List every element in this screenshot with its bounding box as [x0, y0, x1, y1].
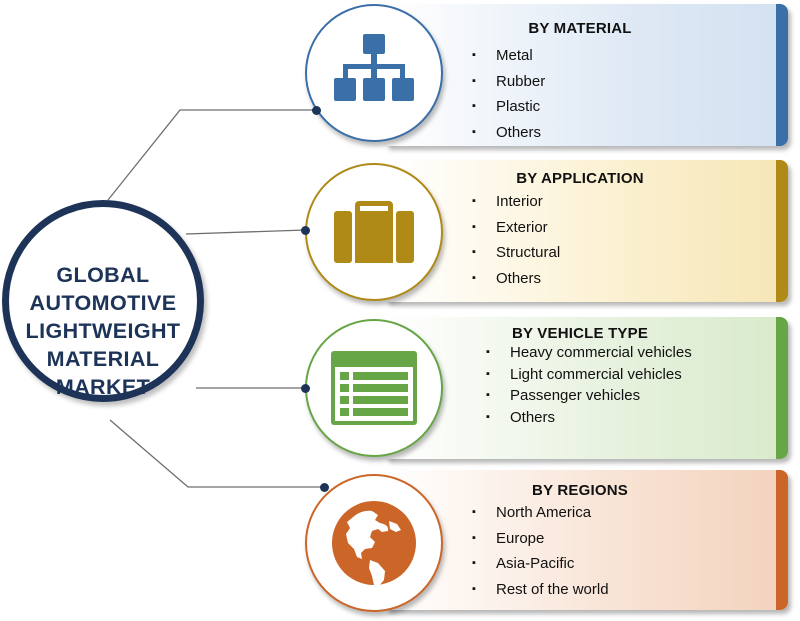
panel-title: BY VEHICLE TYPE: [511, 325, 649, 342]
connector-dot-regions: [320, 483, 329, 492]
hub-title-line: AUTOMOTIVE: [29, 291, 177, 315]
central-hub: GLOBAL AUTOMOTIVE LIGHTWEIGHT MATERIAL M…: [2, 200, 204, 402]
panel-material: BY MATERIAL Metal Rubber Plastic Others: [386, 4, 788, 146]
list-item: Rest of the world: [472, 578, 609, 604]
list-item: Exterior: [472, 216, 560, 242]
briefcase-icon: [334, 201, 414, 263]
list-window-icon: [331, 351, 417, 425]
list-item: Rubber: [472, 70, 545, 96]
panel-regions-strip: [776, 470, 788, 610]
list-item: Interior: [472, 190, 560, 216]
connector-application: [185, 229, 307, 235]
panel-title: BY REGIONS: [532, 482, 628, 499]
material-icon-circle: [305, 4, 443, 142]
list-item: Heavy commercial vehicles: [486, 343, 692, 365]
connector-dot-application: [301, 226, 310, 235]
connector-dot-material: [312, 106, 321, 115]
segment-list: Heavy commercial vehicles Light commerci…: [486, 343, 692, 429]
panel-title: BY APPLICATION: [516, 170, 644, 187]
list-item: Asia-Pacific: [472, 552, 609, 578]
globe-icon: [332, 501, 416, 586]
hub-title-line: MATERIAL: [46, 347, 160, 371]
regions-icon-circle: [305, 474, 443, 612]
connector-dot-vehicle: [301, 384, 310, 393]
list-item: Others: [472, 267, 560, 293]
list-item: North America: [472, 501, 609, 527]
panel-title: BY MATERIAL: [528, 20, 632, 37]
panel-application: BY APPLICATION Interior Exterior Structu…: [386, 160, 788, 302]
panel-regions: BY REGIONS North America Europe Asia-Pac…: [386, 470, 788, 610]
hub-title: GLOBAL AUTOMOTIVE LIGHTWEIGHT MATERIAL M…: [9, 261, 197, 401]
connector-material: [107, 109, 316, 201]
connector-regions: [109, 419, 324, 488]
list-item: Metal: [472, 44, 545, 70]
list-item: Plastic: [472, 95, 545, 121]
segment-list: Interior Exterior Structural Others: [472, 190, 560, 292]
list-item: Others: [472, 121, 545, 147]
panel-vehicle-strip: [776, 317, 788, 459]
hub-title-line: GLOBAL: [56, 263, 150, 287]
vehicle-icon-circle: [305, 319, 443, 457]
list-item: Light commercial vehicles: [486, 365, 692, 387]
hierarchy-icon: [334, 34, 414, 101]
hub-title-line: MARKET: [55, 375, 151, 399]
application-icon-circle: [305, 163, 443, 301]
panel-vehicle-type: BY VEHICLE TYPE Heavy commercial vehicle…: [386, 317, 788, 459]
list-item: Others: [486, 408, 692, 430]
list-item: Passenger vehicles: [486, 386, 692, 408]
segment-list: Metal Rubber Plastic Others: [472, 44, 545, 146]
segment-list: North America Europe Asia-Pacific Rest o…: [472, 501, 609, 603]
list-item: Europe: [472, 527, 609, 553]
list-item: Structural: [472, 241, 560, 267]
panel-material-strip: [776, 4, 788, 146]
panel-application-strip: [776, 160, 788, 302]
hub-title-line: LIGHTWEIGHT: [25, 319, 181, 343]
